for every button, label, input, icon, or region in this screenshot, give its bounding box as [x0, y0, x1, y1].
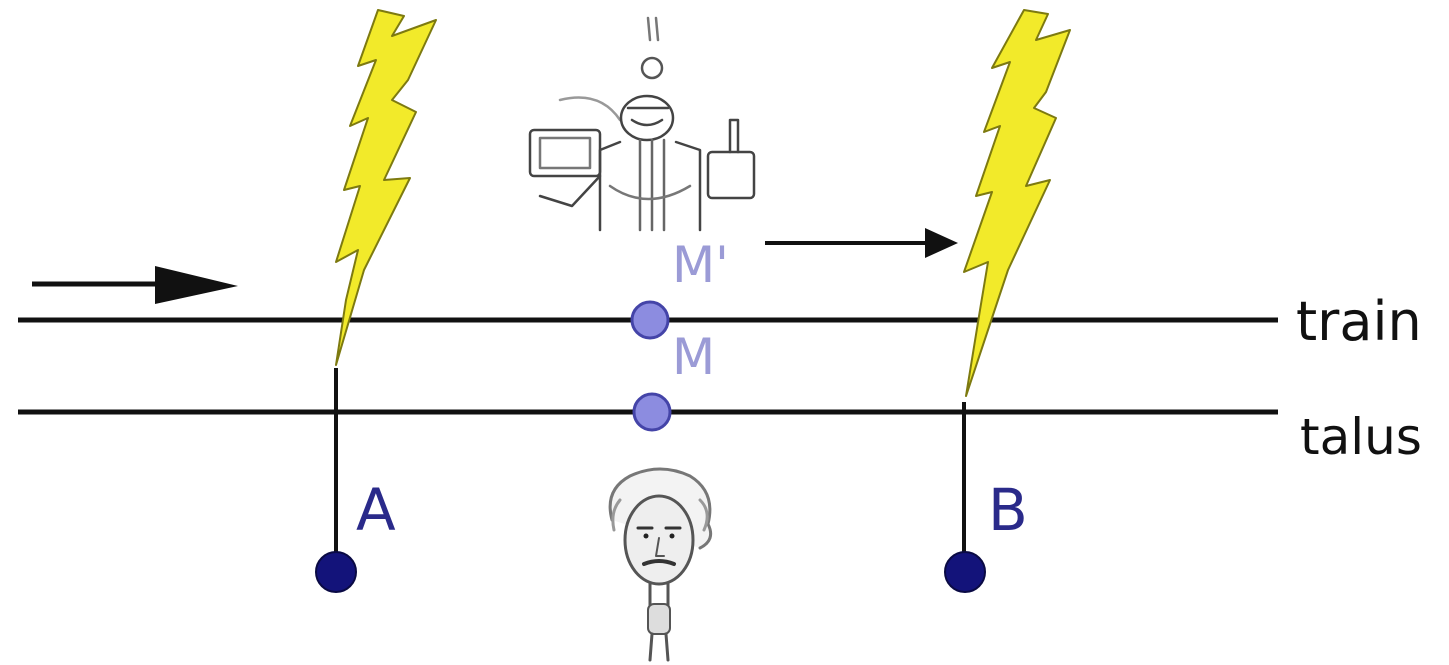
train-motion-arrow-right [765, 228, 958, 258]
label-m-prime: M' [672, 236, 729, 294]
label-b: B [988, 476, 1028, 544]
pilot-observer-figure [528, 16, 756, 232]
lightning-bolt-a-icon [335, 9, 437, 366]
point-m-marker [632, 392, 672, 432]
label-train: train [1296, 290, 1422, 353]
point-a-marker [315, 551, 357, 593]
label-a: A [356, 476, 396, 544]
point-b-marker [944, 551, 986, 593]
einstein-caricature [608, 467, 713, 662]
lightning-bolt-b-icon [963, 9, 1071, 397]
train-motion-arrow-left [32, 266, 238, 304]
label-talus: talus [1300, 408, 1422, 466]
label-m: M [672, 328, 715, 386]
point-m-prime-marker [630, 300, 670, 340]
